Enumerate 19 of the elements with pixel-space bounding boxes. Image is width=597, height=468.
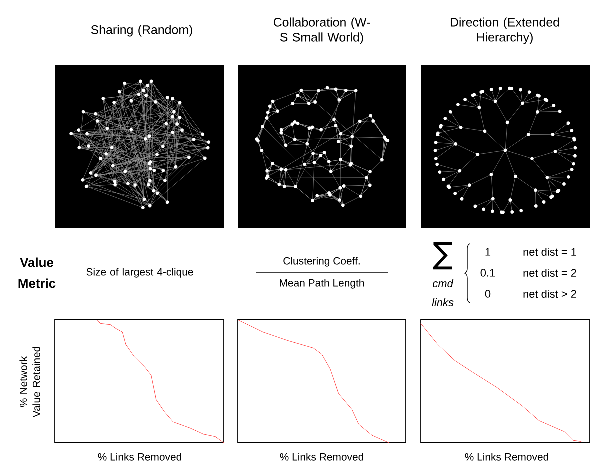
fraction-numerator: Clustering Coeff. — [284, 257, 360, 267]
case-value: 1 — [486, 248, 491, 256]
fraction-denominator: Mean Path Length — [280, 279, 364, 289]
summation-index: cmd links — [432, 280, 454, 306]
panel-heading: Sharing (Random) — [91, 25, 192, 37]
axis-title: % Links Removed — [465, 453, 548, 461]
row-heading: Value Metric — [18, 258, 56, 288]
panel-heading: Collaboration (W-S Small World) — [274, 18, 370, 44]
panel-heading: Direction (Extended Hierarchy) — [451, 18, 560, 44]
axis-title: % Links Removed — [280, 453, 364, 461]
case-condition: net dist = 1 — [524, 248, 576, 256]
axis-title: % Links Removed — [98, 453, 182, 461]
case-value: 0 — [485, 290, 491, 298]
summation-sign: ∑ — [433, 242, 452, 270]
metric-text: Size of largest 4-clique — [86, 268, 194, 278]
case-condition: net dist > 2 — [524, 290, 576, 298]
axis-title: % Network Value Retained — [20, 347, 40, 418]
case-condition: net dist = 2 — [524, 268, 576, 278]
case-value: 0.1 — [480, 269, 496, 277]
